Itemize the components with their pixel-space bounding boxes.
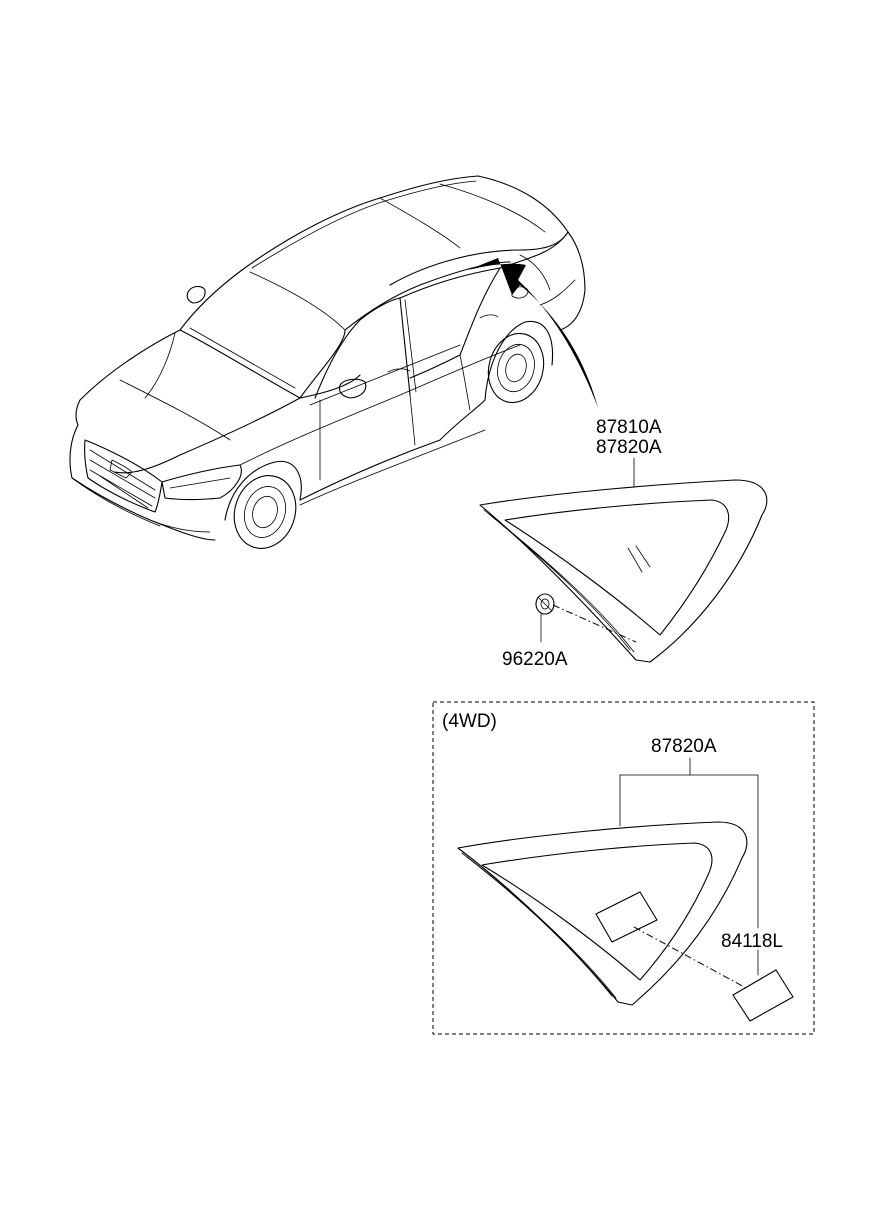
quarter-glass-variant-icon <box>457 821 748 1006</box>
part-label-87820a: 87820A <box>596 437 662 458</box>
variant-leader-bracket <box>619 757 759 976</box>
label-sticker-icon <box>732 969 794 1022</box>
label-sticker-on-glass <box>595 891 658 943</box>
part-label-87820a-variant: 87820A <box>651 736 717 757</box>
car-illustration-icon <box>69 175 586 549</box>
part-label-84118l: 84118L <box>721 931 783 952</box>
curved-arrow-icon <box>468 258 598 408</box>
variant-box-frame <box>432 701 815 1035</box>
part-label-96220a: 96220A <box>502 649 568 670</box>
quarter-glass-icon <box>479 479 768 663</box>
sticker-dash-line <box>633 926 747 989</box>
variant-box-title: (4WD) <box>442 711 497 732</box>
clip-fastener-icon <box>535 593 555 615</box>
clip-dash-line <box>552 604 637 643</box>
part-label-87810a: 87810A <box>596 417 662 438</box>
